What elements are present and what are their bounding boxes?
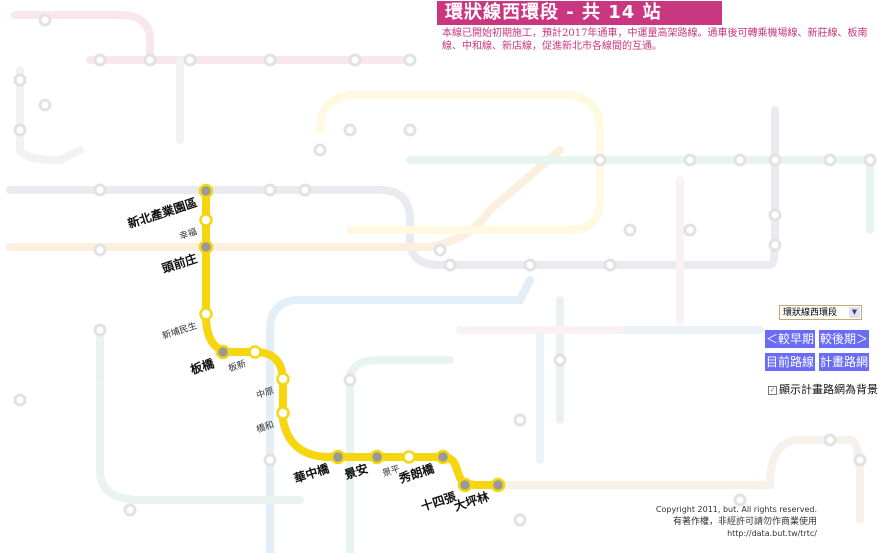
- background-station: [93, 243, 107, 257]
- background-station: [93, 183, 107, 197]
- background-station: [13, 123, 27, 137]
- background-network: [6, 11, 875, 553]
- background-line: [16, 56, 184, 165]
- station-label: 板橋: [188, 355, 216, 377]
- station-marker[interactable]: [402, 450, 416, 464]
- background-station: [38, 98, 52, 112]
- copyright-text: Copyright 2011, but. All rights reserved…: [655, 505, 817, 514]
- background-station: [298, 183, 312, 197]
- background-station: [38, 13, 52, 27]
- transfer-station-marker[interactable]: [490, 477, 506, 493]
- transfer-station-marker[interactable]: [330, 449, 346, 465]
- line-select[interactable]: 環狀線西環段 ▼: [779, 305, 862, 320]
- station-label: 板新: [227, 357, 248, 374]
- station-marker[interactable]: [276, 372, 290, 386]
- background-station: [853, 453, 867, 467]
- station[interactable]: 幸福: [178, 213, 213, 243]
- line-description: 本線已開始初期施工，預計2017年通車，中運量高架路線。通車後可轉乘機場線、新莊…: [442, 28, 868, 52]
- background-station: [13, 393, 27, 407]
- background-line: [11, 11, 414, 64]
- station-marker[interactable]: [248, 345, 262, 359]
- transfer-station-marker[interactable]: [369, 449, 385, 465]
- background-station: [433, 243, 447, 257]
- station-label: 華中橋: [292, 460, 332, 486]
- background-station: [93, 53, 107, 67]
- background-station: [403, 123, 417, 137]
- transfer-station-marker[interactable]: [435, 449, 451, 465]
- planned-network-button[interactable]: 計畫路網: [819, 353, 869, 371]
- station-label: 秀朗橋: [396, 460, 437, 486]
- transfer-station-marker[interactable]: [198, 239, 214, 255]
- background-station: [263, 183, 277, 197]
- transfer-station-marker[interactable]: [215, 344, 231, 360]
- background-line: [6, 106, 779, 269]
- site-url[interactable]: http://data.but.tw/trtc/: [727, 529, 817, 538]
- line-select-value: 環狀線西環段: [783, 308, 838, 318]
- background-station: [593, 153, 607, 167]
- station-label: 景平: [381, 463, 402, 479]
- background-station: [733, 153, 747, 167]
- station[interactable]: 景平: [381, 450, 416, 480]
- background-station: [263, 53, 277, 67]
- later-period-button[interactable]: 較後期＞: [819, 330, 869, 348]
- background-station: [348, 53, 362, 67]
- station-label: 大坪林: [452, 488, 491, 513]
- page-title: 環狀線西環段 - 共 14 站: [437, 1, 722, 25]
- background-line: [316, 91, 604, 234]
- background-station: [683, 153, 697, 167]
- background-station: [823, 153, 837, 167]
- background-line: [456, 176, 684, 334]
- station-label: 幸福: [178, 225, 199, 242]
- background-toggle[interactable]: ✓顯示計畫路網為背景: [768, 381, 878, 397]
- station[interactable]: 景安: [342, 449, 385, 482]
- background-station: [683, 223, 697, 237]
- current-routes-button[interactable]: 目前路線: [765, 353, 815, 371]
- background-station: [313, 143, 327, 157]
- footer: Copyright 2011, but. All rights reserved…: [656, 504, 817, 540]
- background-station: [863, 153, 877, 167]
- station-marker[interactable]: [199, 307, 213, 321]
- station-marker[interactable]: [199, 213, 213, 227]
- chevron-down-icon[interactable]: ▼: [849, 307, 860, 318]
- background-station: [768, 208, 782, 222]
- background-station: [513, 413, 527, 427]
- usage-notice: 有著作權，非經許可請勿作商業使用: [672, 517, 817, 527]
- background-station: [553, 353, 567, 367]
- station-label: 新北產業園區: [126, 194, 199, 231]
- background-station: [343, 373, 357, 387]
- earlier-period-button[interactable]: ＜較早期: [765, 330, 815, 348]
- transfer-station-marker[interactable]: [457, 477, 473, 493]
- background-station: [13, 73, 27, 87]
- background-station: [513, 513, 527, 527]
- background-stations: [13, 13, 877, 527]
- background-station: [343, 123, 357, 137]
- background-station: [183, 53, 197, 67]
- station-marker[interactable]: [276, 406, 290, 420]
- background-station: [733, 493, 747, 507]
- background-station: [263, 453, 277, 467]
- background-station: [603, 258, 617, 272]
- background-line: [536, 326, 764, 464]
- background-line: [266, 276, 534, 553]
- station-label: 新埔民生: [161, 319, 199, 342]
- background-station: [443, 258, 457, 272]
- station-label: 頭前庄: [160, 250, 199, 275]
- checkbox[interactable]: ✓: [768, 386, 777, 395]
- background-station: [123, 503, 137, 517]
- station-label: 景安: [342, 460, 369, 482]
- station[interactable]: 板橋: [188, 344, 231, 377]
- background-station: [768, 153, 782, 167]
- background-station: [623, 223, 637, 237]
- checkbox-label: 顯示計畫路網為背景: [779, 383, 878, 396]
- background-station: [768, 238, 782, 252]
- background-station: [403, 53, 417, 67]
- transfer-station-marker[interactable]: [198, 183, 214, 199]
- background-station: [823, 433, 837, 447]
- background-station: [93, 323, 107, 337]
- background-station: [523, 258, 537, 272]
- background-line: [6, 146, 564, 251]
- background-station: [143, 53, 157, 67]
